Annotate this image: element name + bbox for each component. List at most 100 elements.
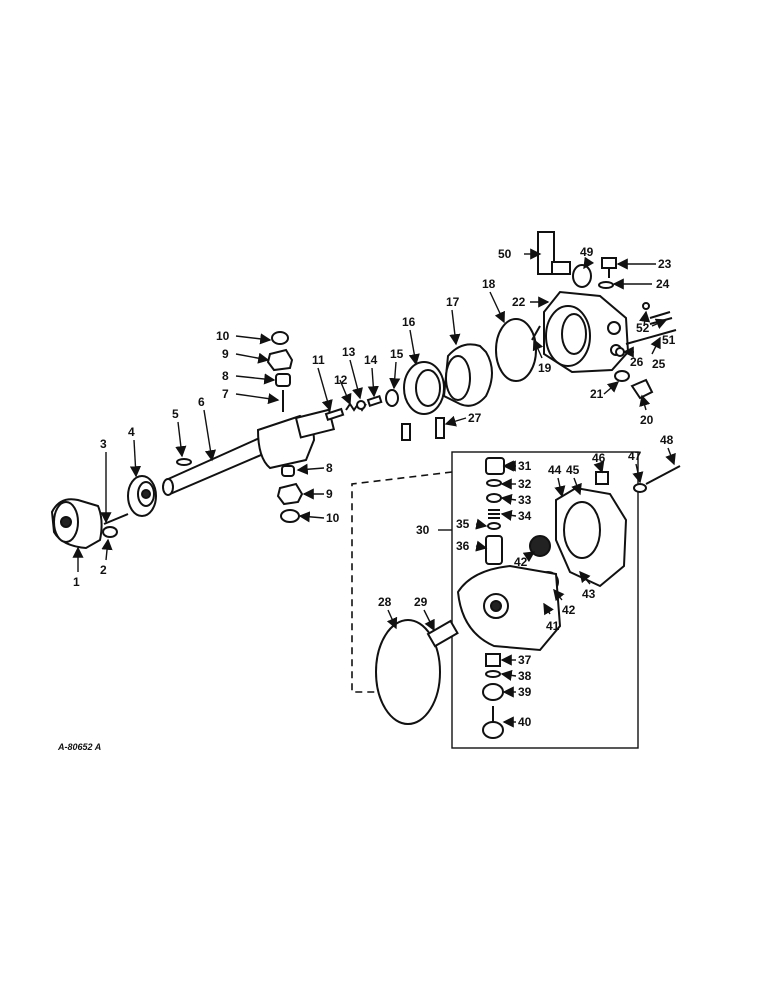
pump-subassembly-boundary <box>351 451 639 749</box>
callout-48: 48 <box>660 433 674 447</box>
callout-27: 27 <box>468 411 482 425</box>
callout-30: 30 <box>416 523 430 537</box>
part-8-bushing <box>275 373 291 387</box>
callout-24: 24 <box>656 277 670 291</box>
part-3-pin <box>103 513 129 525</box>
part-37-spring <box>485 653 501 667</box>
callout-7: 7 <box>222 387 229 401</box>
callout-5: 5 <box>172 407 179 421</box>
part-15-seal <box>385 389 399 407</box>
callout-32: 32 <box>518 477 532 491</box>
callout-9: 9 <box>222 347 229 361</box>
part-29-fitting <box>426 619 459 648</box>
callout-42b: 42 <box>562 603 576 617</box>
callout-21: 21 <box>590 387 604 401</box>
part-28-o-ring <box>375 619 441 725</box>
callout-41: 41 <box>546 619 560 633</box>
callout-17: 17 <box>446 295 460 309</box>
callout-50: 50 <box>498 247 512 261</box>
part-27-bolts <box>401 417 445 441</box>
callout-33: 33 <box>518 493 532 507</box>
callout-13: 13 <box>342 345 356 359</box>
part-35-ring <box>487 522 501 530</box>
callout-20: 20 <box>640 413 654 427</box>
callout-45: 45 <box>566 463 580 477</box>
callout-10b: 10 <box>326 511 340 525</box>
callout-46: 46 <box>592 451 606 465</box>
callout-9b: 9 <box>326 487 333 501</box>
part-14-plunger <box>366 395 383 407</box>
callout-6: 6 <box>198 395 205 409</box>
callout-19: 19 <box>538 361 552 375</box>
part-34-spring <box>488 509 500 519</box>
part-9-nut <box>266 348 294 372</box>
part-22-housing <box>543 290 630 374</box>
part-18-o-ring <box>495 318 537 382</box>
callout-numbers: 1 2 3 4 5 6 7 8 9 10 8 9 10 11 12 13 14 … <box>73 245 676 729</box>
callout-14: 14 <box>364 353 378 367</box>
figure-reference-code: A-80652 A <box>57 742 101 752</box>
callout-11: 11 <box>312 353 325 367</box>
part-44-plate <box>555 486 628 588</box>
callout-49: 49 <box>580 245 594 259</box>
part-10-cap <box>271 331 289 345</box>
callout-10: 10 <box>216 329 230 343</box>
part-38-ring <box>485 670 501 678</box>
part-46-fitting <box>595 471 609 485</box>
callout-3: 3 <box>100 437 107 451</box>
part-47-washer <box>633 483 647 493</box>
callout-42: 42 <box>514 555 528 569</box>
part-6-shaft <box>162 408 336 496</box>
callout-8b: 8 <box>326 461 333 475</box>
callout-47: 47 <box>628 449 642 463</box>
part-40-plunger <box>482 706 504 739</box>
callout-26: 26 <box>630 355 644 369</box>
callout-2: 2 <box>100 563 107 577</box>
part-42-gear <box>529 535 551 557</box>
part-24-washer <box>598 281 614 289</box>
callout-15: 15 <box>390 347 404 361</box>
callout-39: 39 <box>518 685 532 699</box>
part-10b-cap <box>280 509 300 523</box>
callout-43: 43 <box>582 587 596 601</box>
part-36-valve <box>485 535 503 565</box>
callout-8: 8 <box>222 369 229 383</box>
callout-44: 44 <box>548 463 562 477</box>
part-2-snap-ring <box>102 526 118 538</box>
part-19-screw <box>531 325 541 341</box>
callout-31: 31 <box>518 459 532 473</box>
part-11-pin <box>324 407 345 421</box>
part-33-o-ring <box>486 493 502 503</box>
part-32-washer <box>486 479 502 487</box>
callout-52: 52 <box>636 321 650 335</box>
callout-29: 29 <box>414 595 428 609</box>
callout-40: 40 <box>518 715 532 729</box>
callout-36: 36 <box>456 539 470 553</box>
part-13-washer <box>356 400 366 410</box>
callout-38: 38 <box>518 669 532 683</box>
part-26-plug <box>615 347 625 357</box>
part-16-ring <box>403 361 445 415</box>
part-49-o-ring <box>572 264 592 288</box>
callout-16: 16 <box>402 315 416 329</box>
part-8b-bushing <box>281 465 295 477</box>
part-4-bearing <box>127 475 157 517</box>
callout-23: 23 <box>658 257 672 271</box>
part-45-body <box>456 564 562 652</box>
part-9b-nut <box>276 482 304 506</box>
callout-35: 35 <box>456 517 470 531</box>
part-1-end-cap <box>50 498 103 550</box>
callout-12: 12 <box>334 373 348 387</box>
leader-lines <box>72 248 676 728</box>
part-21-washer <box>614 370 630 382</box>
callout-37: 37 <box>518 653 532 667</box>
callout-1: 1 <box>73 575 80 589</box>
part-17-cam-ring <box>442 343 493 407</box>
part-20-elbow <box>630 378 654 400</box>
callout-51: 51 <box>662 333 676 347</box>
callout-4: 4 <box>128 425 135 439</box>
part-48-bolt <box>645 465 681 485</box>
callout-34: 34 <box>518 509 532 523</box>
part-5-key <box>176 458 192 466</box>
